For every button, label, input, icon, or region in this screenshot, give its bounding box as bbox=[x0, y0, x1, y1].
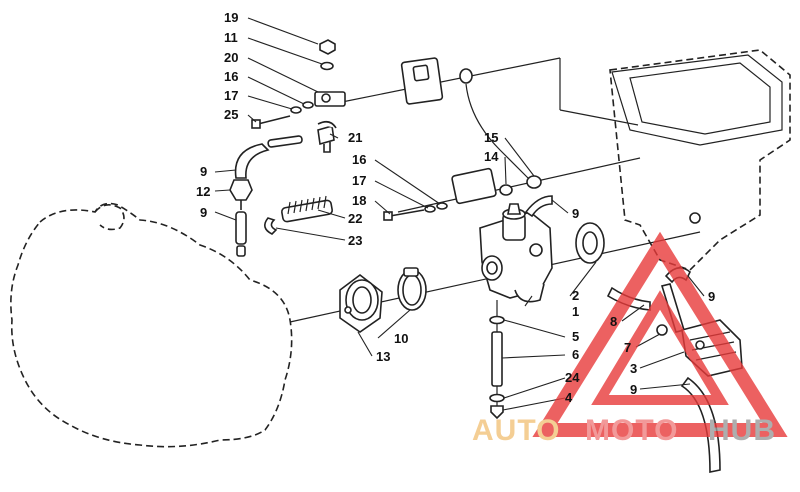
air-intake-adapter-2 bbox=[575, 222, 605, 264]
washer-17a bbox=[290, 106, 302, 114]
grommet-15a bbox=[459, 68, 473, 84]
engine-outline bbox=[10, 202, 293, 448]
callout-17: 17 bbox=[352, 173, 366, 188]
spacer-14 bbox=[499, 184, 513, 196]
watermark-hub: HUB bbox=[708, 414, 776, 447]
fuel-hose-9a bbox=[234, 143, 270, 179]
callout-24: 24 bbox=[565, 370, 580, 385]
callout-9: 9 bbox=[572, 206, 579, 221]
callout-16: 16 bbox=[352, 152, 366, 167]
vent-hose-9c bbox=[524, 195, 553, 218]
callout-9: 9 bbox=[630, 382, 637, 397]
callout-4: 4 bbox=[565, 390, 573, 405]
bracket-20-hole bbox=[321, 93, 331, 103]
hose-clamp-10 bbox=[397, 267, 427, 311]
mount-bracket-lower bbox=[451, 167, 497, 205]
axis-line-mid bbox=[397, 157, 641, 213]
washer-16b bbox=[436, 202, 448, 210]
callout-11: 11 bbox=[224, 30, 238, 45]
bolt-18-shank bbox=[389, 209, 425, 217]
watermark: AUTO MOTO HUB bbox=[472, 231, 788, 447]
drain-tube-6 bbox=[491, 331, 503, 387]
callout-22: 22 bbox=[348, 211, 362, 226]
carburetor-1 bbox=[479, 203, 553, 303]
axis-line-top bbox=[341, 57, 561, 103]
callout-9: 9 bbox=[200, 205, 207, 220]
airbox-outline bbox=[609, 49, 791, 271]
callout-8: 8 bbox=[610, 314, 617, 329]
airbox-lid-inner bbox=[629, 62, 771, 135]
callout-2: 2 bbox=[572, 288, 579, 303]
spring-22 bbox=[280, 195, 334, 223]
callout-16: 16 bbox=[224, 69, 238, 84]
clip-23 bbox=[264, 217, 278, 235]
callout-10: 10 bbox=[394, 331, 408, 346]
callout-9: 9 bbox=[200, 164, 207, 179]
grommet-15b bbox=[526, 175, 542, 189]
callout-19: 19 bbox=[224, 10, 238, 25]
callout-20: 20 bbox=[224, 50, 238, 65]
callout-13: 13 bbox=[376, 349, 390, 364]
watermark-moto: MOTO bbox=[585, 414, 678, 447]
fuel-hose-9b-end bbox=[236, 245, 246, 257]
callout-25: 25 bbox=[224, 107, 238, 122]
axis-line-airbox bbox=[559, 109, 639, 126]
callout-6: 6 bbox=[572, 347, 579, 362]
washer-24 bbox=[489, 393, 505, 403]
fitting-7 bbox=[656, 324, 668, 336]
fuel-filter-12 bbox=[229, 179, 253, 201]
washer-16a bbox=[302, 101, 314, 109]
bolt-18-head bbox=[383, 211, 393, 221]
callout-9: 9 bbox=[708, 289, 715, 304]
callout-1: 1 bbox=[572, 304, 579, 319]
callout-21: 21 bbox=[348, 130, 362, 145]
screw-4 bbox=[490, 405, 504, 420]
callout-15: 15 bbox=[484, 130, 498, 145]
bolt-25-shank bbox=[257, 115, 291, 125]
callout-18: 18 bbox=[352, 193, 366, 208]
airbox-lid bbox=[611, 54, 783, 146]
watermark-inner-triangle bbox=[591, 290, 729, 405]
airbox-tab bbox=[689, 212, 701, 224]
engine-flywheel-cover bbox=[94, 204, 125, 231]
tube-upper bbox=[267, 135, 303, 148]
mount-bracket-upper bbox=[400, 57, 444, 105]
callout-7: 7 bbox=[624, 340, 631, 355]
callout-23: 23 bbox=[348, 233, 362, 248]
mount-bracket-upper-slot bbox=[412, 64, 430, 82]
valve-21-lever bbox=[317, 120, 337, 129]
callout-3: 3 bbox=[630, 361, 637, 376]
callout-labels: 19 11 20 16 17 25 21 9 12 9 15 14 16 17 … bbox=[196, 10, 715, 405]
callout-14: 14 bbox=[484, 149, 499, 164]
leader-lines bbox=[214, 17, 705, 411]
fuel-valve-21 bbox=[317, 124, 335, 153]
watermark-triangle bbox=[532, 231, 788, 437]
watermark-auto: AUTO bbox=[472, 414, 560, 447]
callout-12: 12 bbox=[196, 184, 210, 199]
callout-5: 5 bbox=[572, 329, 579, 344]
callout-17: 17 bbox=[224, 88, 238, 103]
bolt-25-head bbox=[251, 119, 261, 129]
nut-19 bbox=[319, 39, 336, 55]
o-ring-5 bbox=[489, 315, 505, 325]
fuel-hose-9b bbox=[235, 211, 247, 245]
hose-loop bbox=[465, 83, 531, 181]
washer-11 bbox=[320, 61, 334, 71]
intake-flange-13 bbox=[339, 273, 383, 333]
